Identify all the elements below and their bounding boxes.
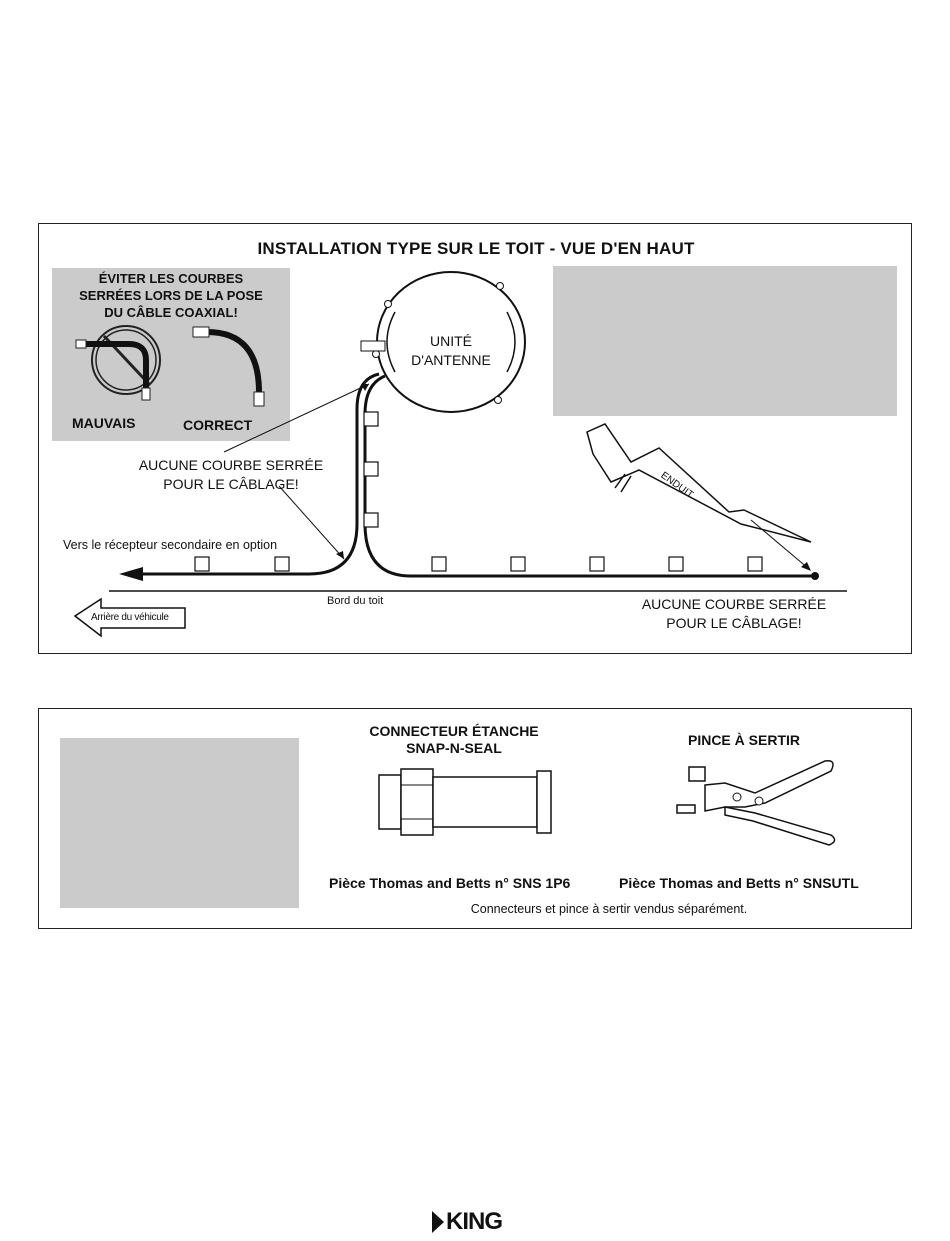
snap-n-seal-connector-illustration bbox=[378, 768, 552, 836]
avoid-bends-note: ÉVITER LES COURBES SERRÉES LORS DE LA PO… bbox=[52, 270, 290, 321]
correct-bend-illustration bbox=[192, 326, 265, 407]
no-tight-bend-note-right: AUCUNE COURBE SERRÉE POUR LE CÂBLAGE! bbox=[619, 595, 849, 633]
antenna-label-line-2: D'ANTENNE bbox=[411, 352, 491, 368]
antenna-label-line-1: UNITÉ bbox=[430, 333, 472, 349]
rooftop-diagram-panel: INSTALLATION TYPE SUR LE TOIT - VUE D'EN… bbox=[38, 223, 912, 654]
diagram-title: INSTALLATION TYPE SUR LE TOIT - VUE D'EN… bbox=[257, 239, 695, 258]
connector-title: CONNECTEUR ÉTANCHE SNAP-N-SEAL bbox=[349, 723, 559, 757]
avoid-note-line-2: SERRÉES LORS DE LA POSE bbox=[79, 288, 263, 303]
no-bend-left-line-1: AUCUNE COURBE SERRÉE bbox=[138, 457, 324, 473]
sold-separately-note: Connecteurs et pince à sertir vendus sép… bbox=[470, 902, 748, 916]
no-bend-right-line-1: AUCUNE COURBE SERRÉE bbox=[641, 596, 827, 612]
no-bend-left-line-2: POUR LE CÂBLAGE! bbox=[163, 476, 299, 492]
no-tight-bend-note-left: AUCUNE COURBE SERRÉE POUR LE CÂBLAGE! bbox=[121, 456, 341, 494]
secondary-receiver-label: Vers le récepteur secondaire en option bbox=[63, 538, 278, 552]
avoid-note-line-3: DU CÂBLE COAXIAL! bbox=[104, 305, 238, 320]
caulking-gun-shape bbox=[586, 423, 812, 543]
avoid-note-line-1: ÉVITER LES COURBES bbox=[98, 271, 244, 286]
wrong-label: MAUVAIS bbox=[72, 415, 136, 431]
blank-grey-box-top bbox=[553, 266, 897, 416]
king-brand-text: KING bbox=[446, 1208, 503, 1235]
roof-edge-label: Bord du toit bbox=[327, 595, 384, 607]
vehicle-rear-label: Arrière du véhicule bbox=[91, 612, 169, 623]
crimper-part-number: Pièce Thomas and Betts n° SNSUTL bbox=[619, 875, 859, 891]
crimping-tool-illustration bbox=[676, 759, 836, 846]
antenna-unit-shape bbox=[360, 271, 526, 413]
correct-label: CORRECT bbox=[183, 417, 253, 433]
parts-panel: CONNECTEUR ÉTANCHE SNAP-N-SEAL PINCE À S… bbox=[38, 708, 912, 929]
king-logo: KING bbox=[432, 1208, 503, 1236]
blank-grey-box-bottom bbox=[60, 738, 299, 908]
no-bend-right-line-2: POUR LE CÂBLAGE! bbox=[666, 615, 802, 631]
crimper-title: PINCE À SERTIR bbox=[687, 732, 800, 748]
connector-title-line-1: CONNECTEUR ÉTANCHE bbox=[369, 723, 539, 739]
connector-title-line-2: SNAP-N-SEAL bbox=[406, 740, 502, 756]
wrong-bend-illustration bbox=[75, 325, 161, 401]
king-logo-chevron-icon bbox=[432, 1211, 444, 1233]
cable-routing-drawing bbox=[73, 271, 847, 638]
antenna-unit-label: UNITÉ D'ANTENNE bbox=[401, 332, 501, 370]
connector-part-number: Pièce Thomas and Betts n° SNS 1P6 bbox=[329, 875, 571, 891]
